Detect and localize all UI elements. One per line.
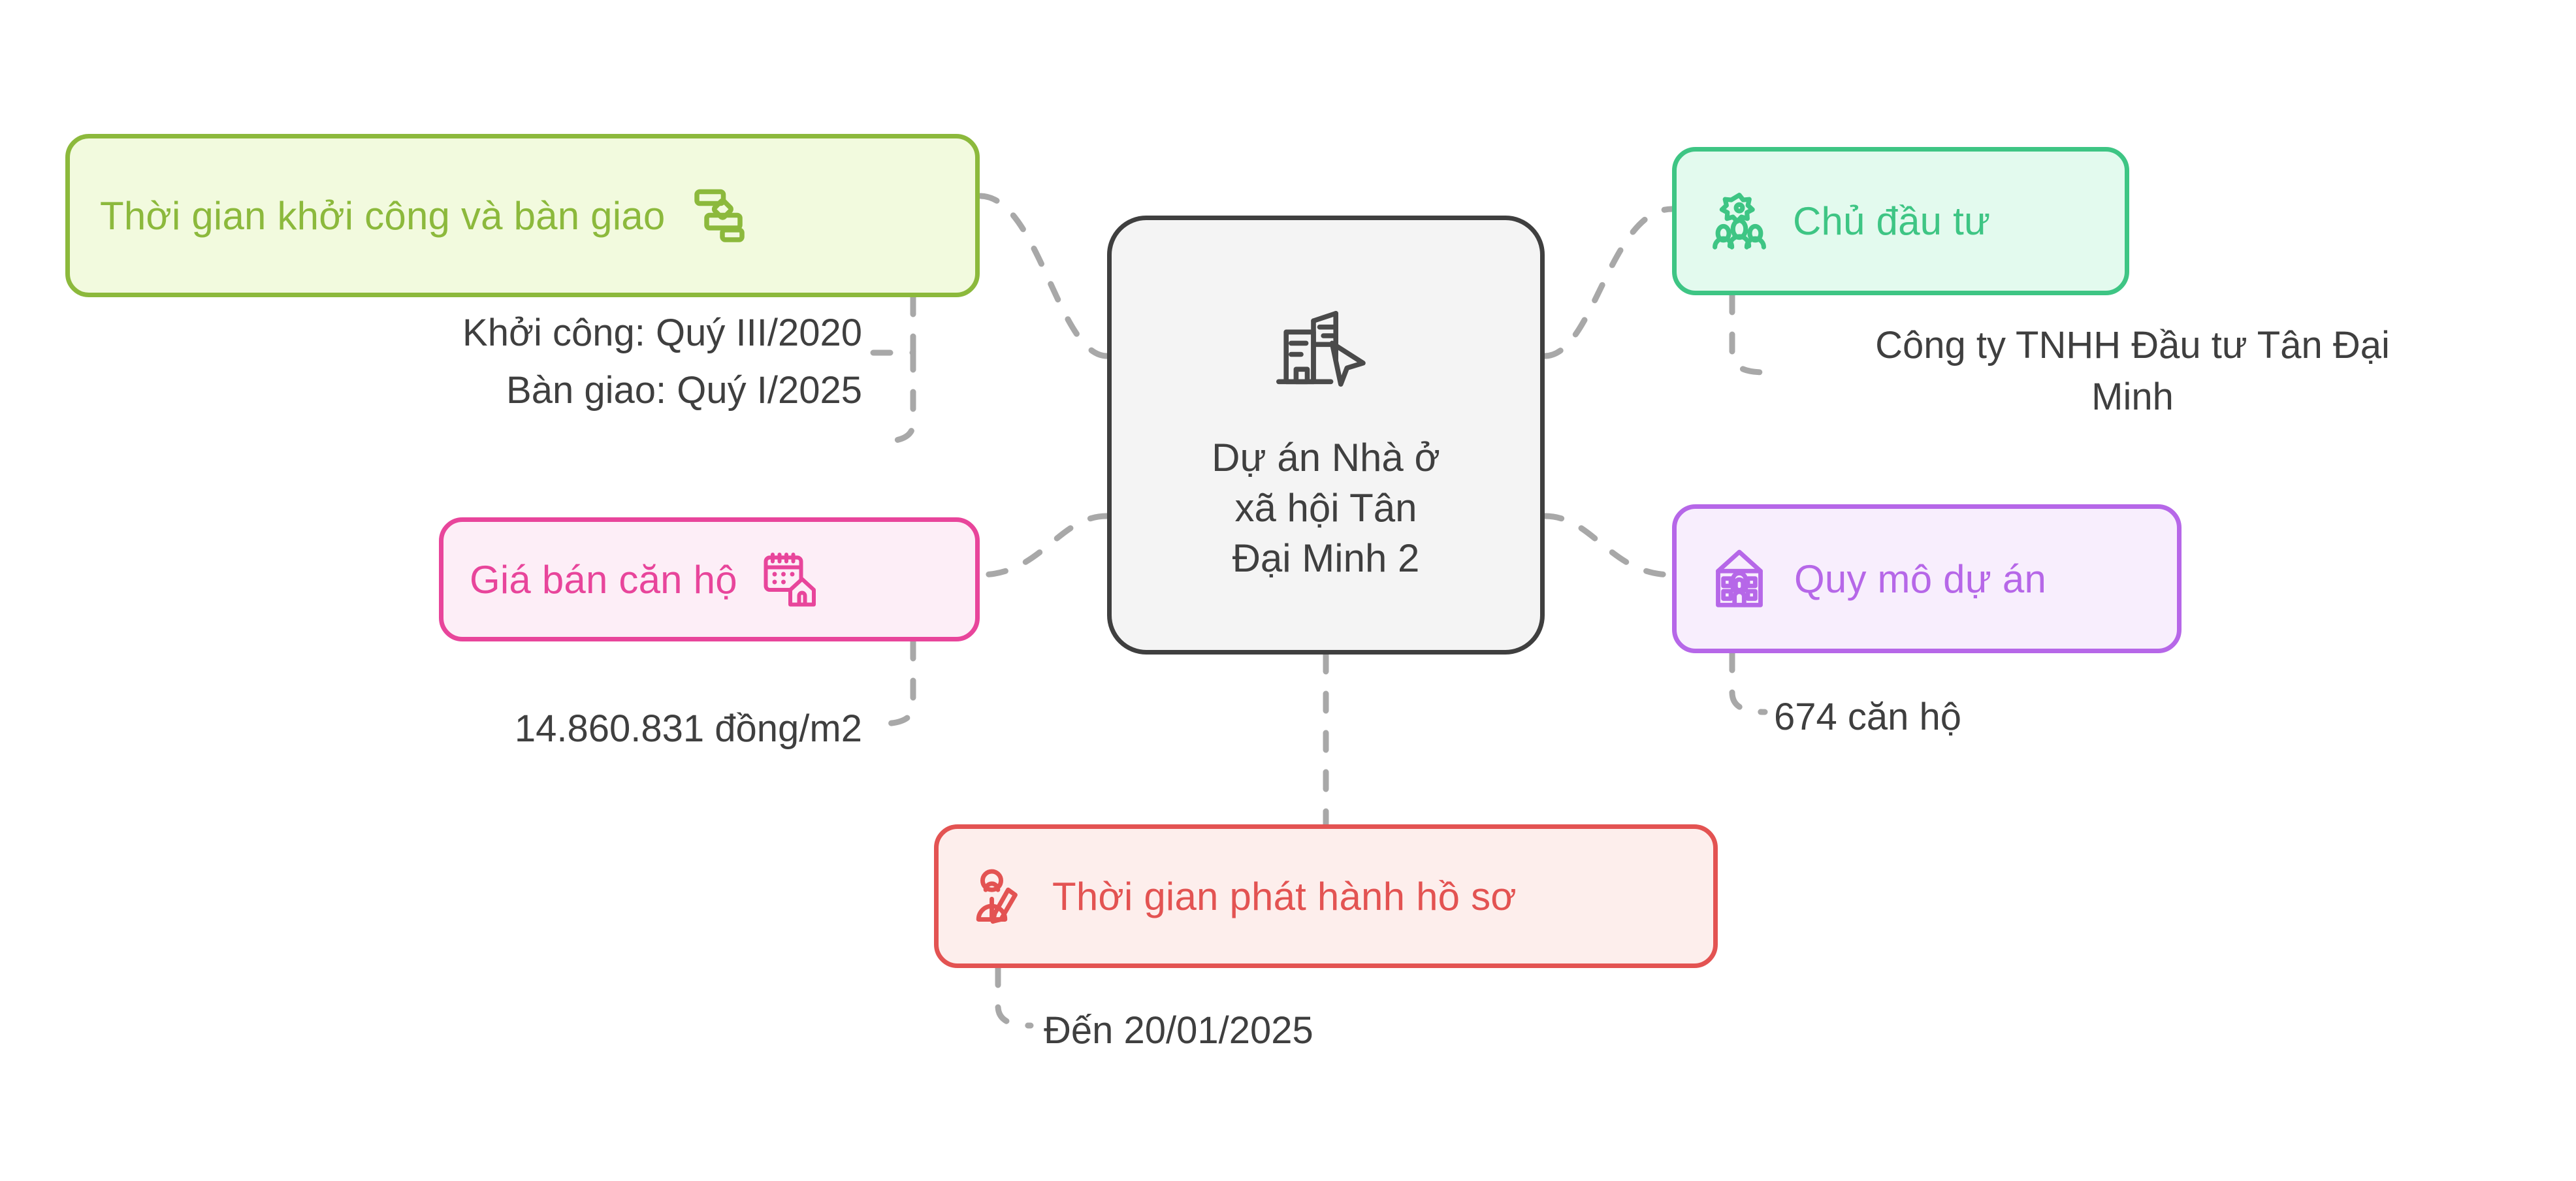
branch-label-investor: Chủ đầu tư [1793, 199, 1991, 243]
center-node[interactable]: Dự án Nhà ở xã hội Tân Đại Minh 2 [1107, 216, 1545, 655]
connector-price-detail [877, 638, 916, 727]
branch-node-scale[interactable]: Quy mô dự án [1672, 504, 2182, 653]
branch-node-timeline[interactable]: Thời gian khởi công và bàn giao [65, 134, 980, 297]
calendar-house-icon [757, 547, 820, 613]
connector-scale-detail [1729, 650, 1768, 715]
connector-documents-detail [995, 965, 1034, 1029]
branch-node-price[interactable]: Giá bán căn hộ [439, 517, 980, 641]
people-group-icon [1705, 186, 1773, 257]
detail-documents: Đến 20/01/2025 [1044, 1009, 1313, 1052]
branch-node-investor[interactable]: Chủ đầu tư [1672, 147, 2129, 295]
center-node-title: Dự án Nhà ở xã hội Tân Đại Minh 2 [1212, 436, 1440, 580]
branch-label-scale: Quy mô dự án [1794, 557, 2047, 601]
house-building-icon [1705, 543, 1773, 615]
detail-scale: 674 căn hộ [1774, 696, 1962, 738]
connector-center-timeline [976, 193, 1110, 359]
connector-center-scale [1541, 513, 1675, 578]
detail-price: 14.860.831 đồng/m2 [514, 707, 862, 750]
branch-label-documents: Thời gian phát hành hồ sơ [1052, 874, 1517, 918]
gantt-chart-icon [687, 183, 750, 249]
connector-center-price [976, 513, 1110, 578]
connector-timeline-detail [865, 294, 916, 356]
building-cursor-icon [1264, 286, 1388, 413]
branch-label-price: Giá bán căn hộ [470, 557, 737, 602]
connector-timeline-detail-2 [877, 349, 916, 445]
detail-timeline: Khởi công: Quý III/2020 Bàn giao: Quý I/… [462, 312, 862, 412]
person-pen-icon [967, 862, 1033, 931]
connector-center-investor [1541, 206, 1675, 359]
branch-node-documents[interactable]: Thời gian phát hành hồ sơ [934, 824, 1718, 968]
branch-label-timeline: Thời gian khởi công và bàn giao [100, 193, 666, 238]
detail-investor: Công ty TNHH Đầu tư Tân Đại Minh [1875, 324, 2390, 418]
connector-investor-detail [1729, 292, 1768, 376]
